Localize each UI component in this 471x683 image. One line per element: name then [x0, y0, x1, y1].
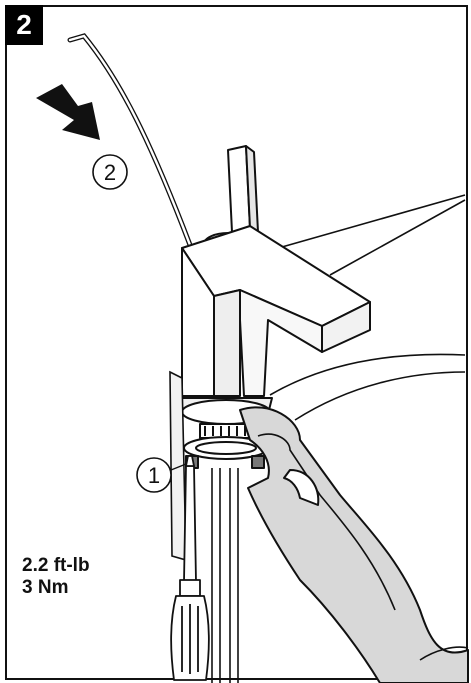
wrench-icon — [239, 406, 469, 683]
supply-hose — [67, 33, 193, 248]
callout-1: 1 — [136, 457, 187, 493]
supply-pipes — [211, 468, 239, 683]
countertop — [207, 194, 466, 421]
diagram-frame — [5, 5, 468, 680]
callout-2: 2 — [92, 154, 128, 190]
faucet-body — [179, 145, 371, 469]
torque-imperial: 2.2 ft-lb — [22, 555, 90, 576]
callout-2-label: 2 — [104, 160, 116, 185]
step-number: 2 — [16, 9, 32, 40]
torque-specification: 2.2 ft-lb 3 Nm — [22, 555, 90, 599]
screwdriver-icon — [170, 455, 210, 681]
torque-metric: 3 Nm — [22, 577, 69, 598]
step-number-badge: 2 — [5, 5, 43, 45]
callout-1-label: 1 — [148, 463, 160, 488]
direction-arrow-icon — [36, 84, 100, 140]
